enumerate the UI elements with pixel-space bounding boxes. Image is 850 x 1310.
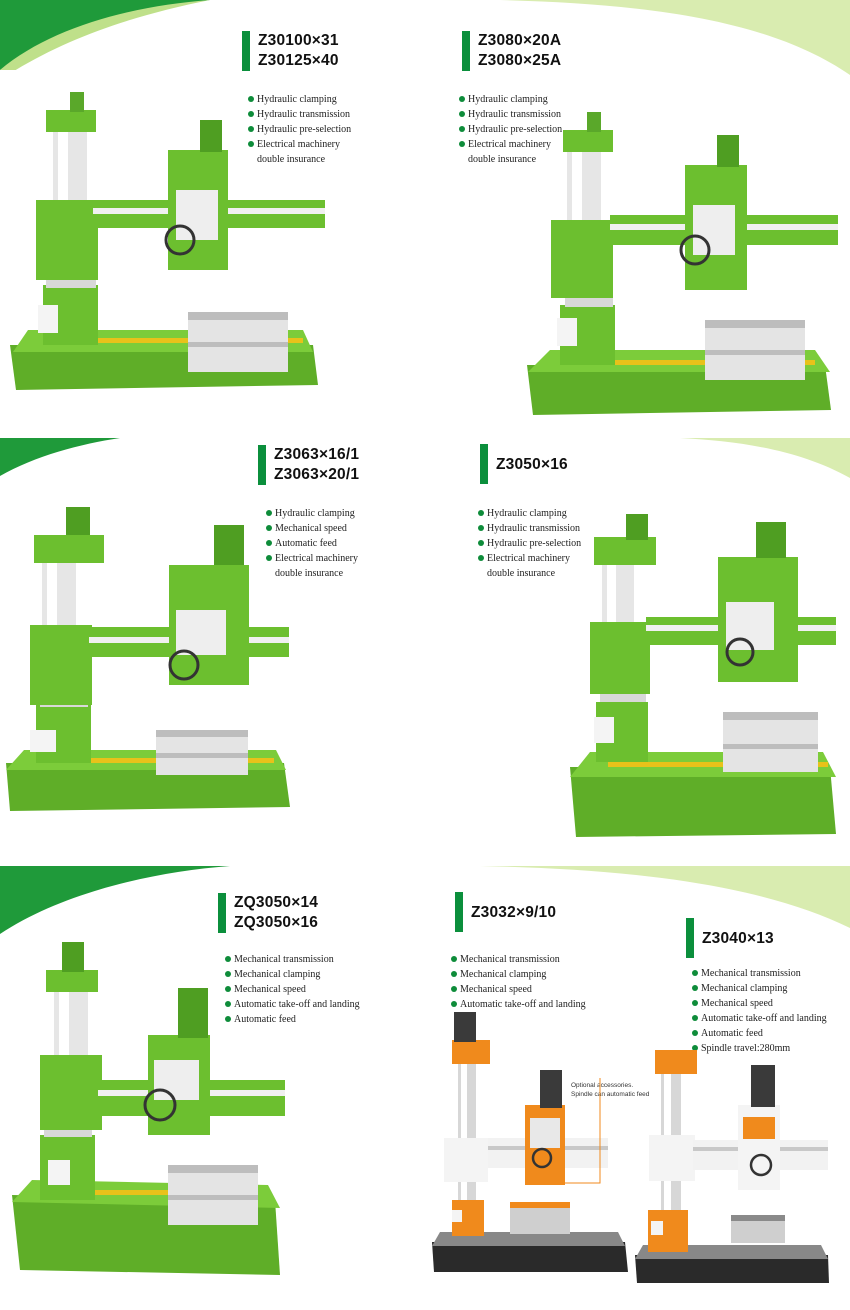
corner-swoosh-top-left — [0, 0, 210, 70]
feature-list: Mechanical transmission Mechanical clamp… — [451, 952, 586, 1012]
model-name: Z3080×25A — [478, 52, 562, 69]
feature-item: Hydraulic pre-selection — [478, 536, 581, 551]
feature-list: Mechanical transmission Mechanical clamp… — [225, 952, 360, 1027]
feature-item: Mechanical speed — [692, 996, 827, 1011]
feature-item: Hydraulic clamping — [266, 506, 358, 521]
feature-item: Automatic take-off and landing — [692, 1011, 827, 1026]
optional-accessories-note: Optional accessories. Spindle can automa… — [571, 1081, 649, 1099]
model-title-zq3050: ZQ3050×14 ZQ3050×16 — [218, 893, 318, 933]
feature-item: Hydraulic transmission — [459, 107, 562, 122]
corner-swoosh-mid-left — [0, 438, 120, 476]
feature-item: Hydraulic transmission — [478, 521, 581, 536]
corner-swoosh-mid-right — [680, 438, 850, 478]
model-name: ZQ3050×16 — [234, 914, 319, 931]
model-title-z3032: Z3032×9/10 — [455, 892, 556, 932]
feature-item: Mechanical clamping — [225, 967, 360, 982]
model-name: Z3040×13 — [702, 930, 774, 947]
feature-item: Spindle travel:280mm — [692, 1041, 827, 1056]
feature-item: Mechanical clamping — [451, 967, 586, 982]
feature-item: Mechanical speed — [225, 982, 360, 997]
feature-item: Mechanical transmission — [225, 952, 360, 967]
radial-drill-machine-image — [432, 1012, 628, 1272]
feature-item: Hydraulic clamping — [248, 92, 351, 107]
feature-item: double insurance — [468, 154, 537, 165]
model-name: ZQ3050×14 — [234, 894, 319, 911]
model-title-z3040: Z3040×13 — [686, 918, 774, 958]
feature-item: Electrical machinery — [248, 137, 351, 152]
model-title-z3050: Z3050×16 — [480, 444, 568, 484]
radial-drill-machine-image — [6, 507, 290, 811]
feature-item: Mechanical speed — [451, 982, 586, 997]
feature-list: Hydraulic clamping Hydraulic transmissio… — [248, 92, 351, 167]
model-title-z3063: Z3063×16/1 Z3063×20/1 — [258, 445, 359, 485]
model-name: Z3032×9/10 — [471, 904, 557, 921]
radial-drill-machine-image — [635, 1050, 829, 1283]
feature-item: Electrical machinery — [478, 551, 581, 566]
feature-item: Electrical machinery — [459, 137, 562, 152]
feature-item: Automatic feed — [266, 536, 358, 551]
feature-list: Hydraulic clamping Mechanical speed Auto… — [266, 506, 358, 581]
model-name: Z30100×31 — [258, 32, 339, 49]
corner-swoosh-bottom-right — [480, 866, 850, 928]
feature-item: Automatic feed — [225, 1012, 360, 1027]
model-name: Z3063×16/1 — [274, 446, 360, 463]
model-name: Z3080×20A — [478, 32, 562, 49]
model-title-z3080: Z3080×20A Z3080×25A — [462, 31, 561, 71]
feature-item: Automatic take-off and landing — [451, 997, 586, 1012]
feature-item: double insurance — [275, 568, 344, 579]
feature-item: Hydraulic clamping — [478, 506, 581, 521]
feature-item: Mechanical speed — [266, 521, 358, 536]
radial-drill-machine-image — [570, 514, 836, 837]
feature-item: Hydraulic pre-selection — [459, 122, 562, 137]
feature-item: Mechanical transmission — [692, 966, 827, 981]
feature-item: Hydraulic clamping — [459, 92, 562, 107]
radial-drill-machine-image — [10, 92, 325, 390]
radial-drill-machine-image — [12, 942, 285, 1275]
model-title-z30100: Z30100×31 Z30125×40 — [242, 31, 339, 71]
feature-item: double insurance — [487, 568, 556, 579]
feature-list: Hydraulic clamping Hydraulic transmissio… — [478, 506, 581, 581]
feature-item: Automatic take-off and landing — [225, 997, 360, 1012]
feature-item: Mechanical transmission — [451, 952, 586, 967]
feature-item: double insurance — [257, 154, 326, 165]
model-name: Z30125×40 — [258, 52, 339, 69]
corner-swoosh-top-right — [500, 0, 850, 75]
feature-item: Automatic feed — [692, 1026, 827, 1041]
feature-item: Hydraulic transmission — [248, 107, 351, 122]
feature-item: Electrical machinery — [266, 551, 358, 566]
note-line: Spindle can automatic feed — [571, 1091, 650, 1098]
radial-drill-machine-image — [527, 112, 838, 415]
feature-list: Mechanical transmission Mechanical clamp… — [692, 966, 827, 1056]
feature-item: Hydraulic pre-selection — [248, 122, 351, 137]
note-outline — [560, 1078, 601, 1184]
model-name: Z3063×20/1 — [274, 466, 360, 483]
feature-list: Hydraulic clamping Hydraulic transmissio… — [459, 92, 562, 167]
model-name: Z3050×16 — [496, 456, 568, 473]
corner-swoosh-bottom-left — [0, 866, 230, 934]
feature-item: Mechanical clamping — [692, 981, 827, 996]
note-line: Optional accessories. — [571, 1082, 634, 1089]
